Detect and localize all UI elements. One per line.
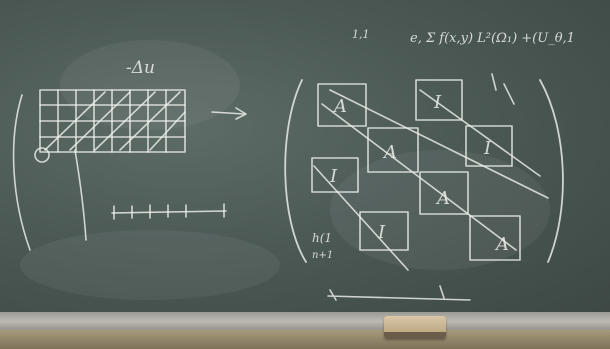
finite-difference-grid bbox=[14, 90, 185, 250]
grid-tail bbox=[75, 150, 86, 240]
block-I-1-label: I bbox=[433, 92, 442, 113]
ruler-line bbox=[112, 211, 226, 213]
matrix-left-bracket bbox=[285, 80, 306, 262]
matrix-right-bracket bbox=[540, 80, 563, 262]
block-A-4-label: A bbox=[494, 234, 509, 255]
board-eraser[interactable] bbox=[384, 316, 446, 338]
eraser-felt bbox=[384, 332, 446, 338]
matrix-strokes bbox=[492, 74, 514, 104]
block-I-4-label: I bbox=[377, 222, 386, 243]
arrow bbox=[212, 108, 246, 119]
tray-edge bbox=[0, 330, 610, 349]
bottom-marks bbox=[328, 286, 470, 300]
block-A-4 bbox=[470, 216, 520, 260]
marker-2: n+1 bbox=[312, 250, 333, 261]
corner-circle bbox=[35, 148, 49, 162]
block-matrix bbox=[312, 74, 548, 300]
left-bracket bbox=[14, 95, 30, 250]
block-A-2-label: A bbox=[382, 142, 397, 163]
top-left-mark: 1,1 bbox=[352, 28, 370, 41]
top-right-formula: e, Σ f(x,y) L²(Ω₁) +(U_θ,1 bbox=[410, 31, 575, 46]
index-ruler bbox=[112, 204, 226, 219]
block-I-3-label: I bbox=[329, 166, 338, 187]
operator-text: -Δu bbox=[126, 58, 155, 78]
block-A-3-label: A bbox=[435, 188, 450, 209]
block-A-1-label: A bbox=[332, 96, 347, 117]
block-I-2-label: I bbox=[483, 138, 492, 159]
chalk-drawings: -Δu e, Σ f(x,y) L²(Ω₁) +(U_θ,1 1,1 A A A… bbox=[0, 0, 610, 318]
grid-diagonal bbox=[150, 112, 185, 150]
marker-1: h(1 bbox=[312, 231, 332, 245]
